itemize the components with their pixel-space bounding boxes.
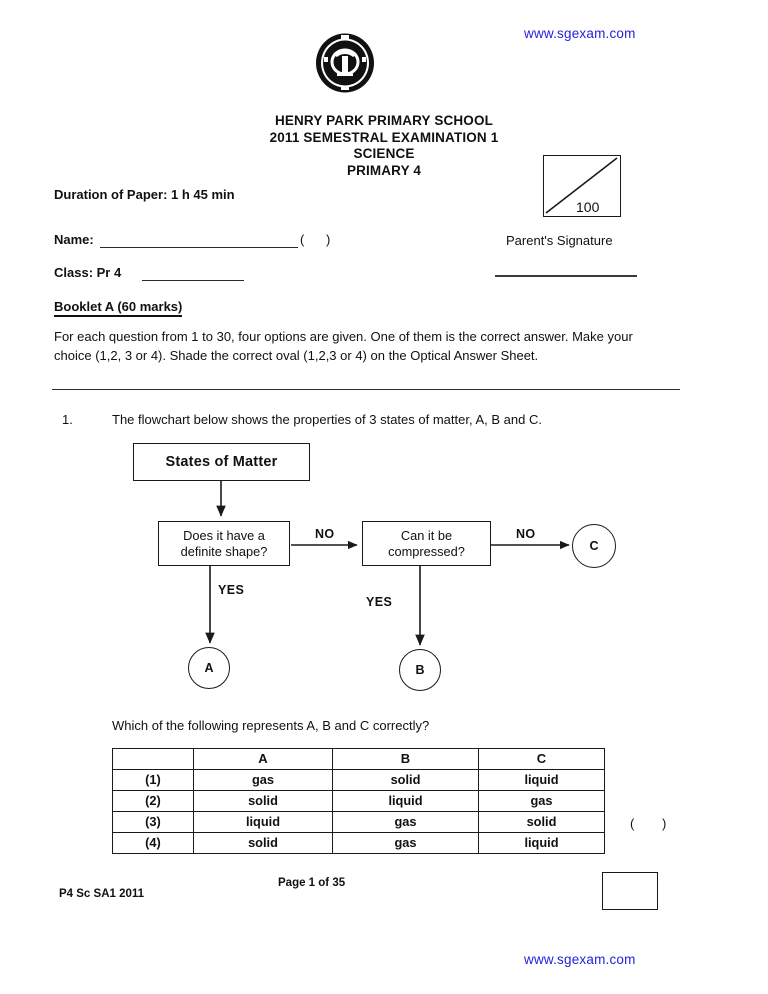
answer-blank-close: ) (662, 816, 667, 831)
flowchart-node-b: B (399, 649, 441, 691)
option-value-a: solid (193, 832, 333, 854)
parents-signature-line[interactable] (495, 275, 637, 277)
option-value-c: liquid (478, 832, 605, 854)
index-number-open-paren: ( (300, 232, 305, 247)
col-header-a: A (193, 748, 333, 770)
option-value-c: liquid (478, 769, 605, 791)
class-label: Class: Pr 4 (54, 265, 122, 280)
col-header-b: B (332, 748, 479, 770)
booklet-heading-text: Booklet A (60 marks) (54, 298, 183, 317)
booklet-heading: Booklet A (60 marks) (54, 298, 183, 317)
parents-signature-label: Parent's Signature (506, 233, 613, 248)
question-number: 1. (62, 412, 73, 427)
option-number: (1) (112, 769, 194, 791)
exam-header: HENRY PARK PRIMARY SCHOOL 2011 SEMESTRAL… (184, 113, 584, 179)
exam-name: 2011 SEMESTRAL EXAMINATION 1 (269, 129, 499, 145)
option-value-b: gas (332, 811, 479, 833)
option-value-b: gas (332, 832, 479, 854)
flowchart-title: States of Matter (165, 454, 278, 470)
flowchart-node-a: A (188, 647, 230, 689)
decision-1-text: Does it have a definite shape? (181, 528, 268, 559)
decision-1-line2: definite shape? (180, 543, 268, 559)
instructions-text: For each question from 1 to 30, four opt… (54, 329, 633, 363)
school-crest-icon (315, 32, 375, 94)
footer-empty-box (602, 872, 658, 910)
marks-box (543, 155, 621, 217)
page-number: Page 1 of 35 (278, 877, 346, 889)
index-number-close-paren: ) (326, 232, 331, 247)
duration-label: Duration of Paper: 1 h 45 min (54, 187, 235, 202)
flowchart-label-yes-1: YES (218, 583, 245, 597)
col-header-c: C (478, 748, 605, 770)
option-number: (3) (112, 811, 194, 833)
table-row[interactable]: (1) gas solid liquid (112, 769, 605, 791)
decision-2-line2: compressed? (388, 543, 465, 559)
decision-1-line1: Does it have a (183, 528, 265, 543)
decision-2-line1: Can it be (400, 528, 453, 543)
section-divider (52, 389, 680, 390)
option-value-c: gas (478, 790, 605, 812)
flowchart-title-box: States of Matter (133, 443, 310, 481)
answer-options-table: A B C (1) gas solid liquid (2) solid liq… (112, 748, 605, 854)
flowchart-label-no-2: NO (516, 527, 536, 541)
watermark-bottom: www.sgexam.com (524, 952, 636, 967)
option-number: (2) (112, 790, 194, 812)
subject-name: SCIENCE (353, 146, 415, 161)
flowchart-label-no-1: NO (315, 527, 335, 541)
flowchart-label-yes-2: YES (366, 595, 393, 609)
decision-2-text: Can it be compressed? (388, 528, 465, 559)
option-value-c: solid (478, 811, 605, 833)
flowchart-decision-compressed: Can it be compressed? (362, 521, 491, 566)
table-row[interactable]: (2) solid liquid gas (112, 790, 605, 812)
flowchart-node-c: C (572, 524, 616, 568)
table-row[interactable]: (4) solid gas liquid (112, 832, 605, 854)
flowchart-decision-definite-shape: Does it have a definite shape? (158, 521, 290, 566)
option-value-b: solid (332, 769, 479, 791)
option-value-a: solid (193, 790, 333, 812)
option-value-a: liquid (193, 811, 333, 833)
name-input[interactable] (100, 247, 298, 248)
question-stem: The flowchart below shows the properties… (112, 412, 542, 427)
option-value-a: gas (193, 769, 333, 791)
name-label: Name: (54, 232, 94, 247)
table-header-row: A B C (112, 748, 605, 770)
option-value-b: liquid (332, 790, 479, 812)
answer-blank-open: ( (630, 816, 635, 831)
paper-code: P4 Sc SA1 2011 (59, 888, 145, 900)
question-sub-stem: Which of the following represents A, B a… (112, 718, 430, 733)
col-header-blank (112, 748, 194, 770)
option-number: (4) (112, 832, 194, 854)
level-name: PRIMARY 4 (346, 162, 422, 178)
total-marks: 100 (576, 199, 600, 215)
class-input[interactable] (142, 280, 244, 281)
table-row[interactable]: (3) liquid gas solid (112, 811, 605, 833)
watermark-top: www.sgexam.com (524, 26, 636, 41)
school-name: HENRY PARK PRIMARY SCHOOL (274, 113, 494, 128)
